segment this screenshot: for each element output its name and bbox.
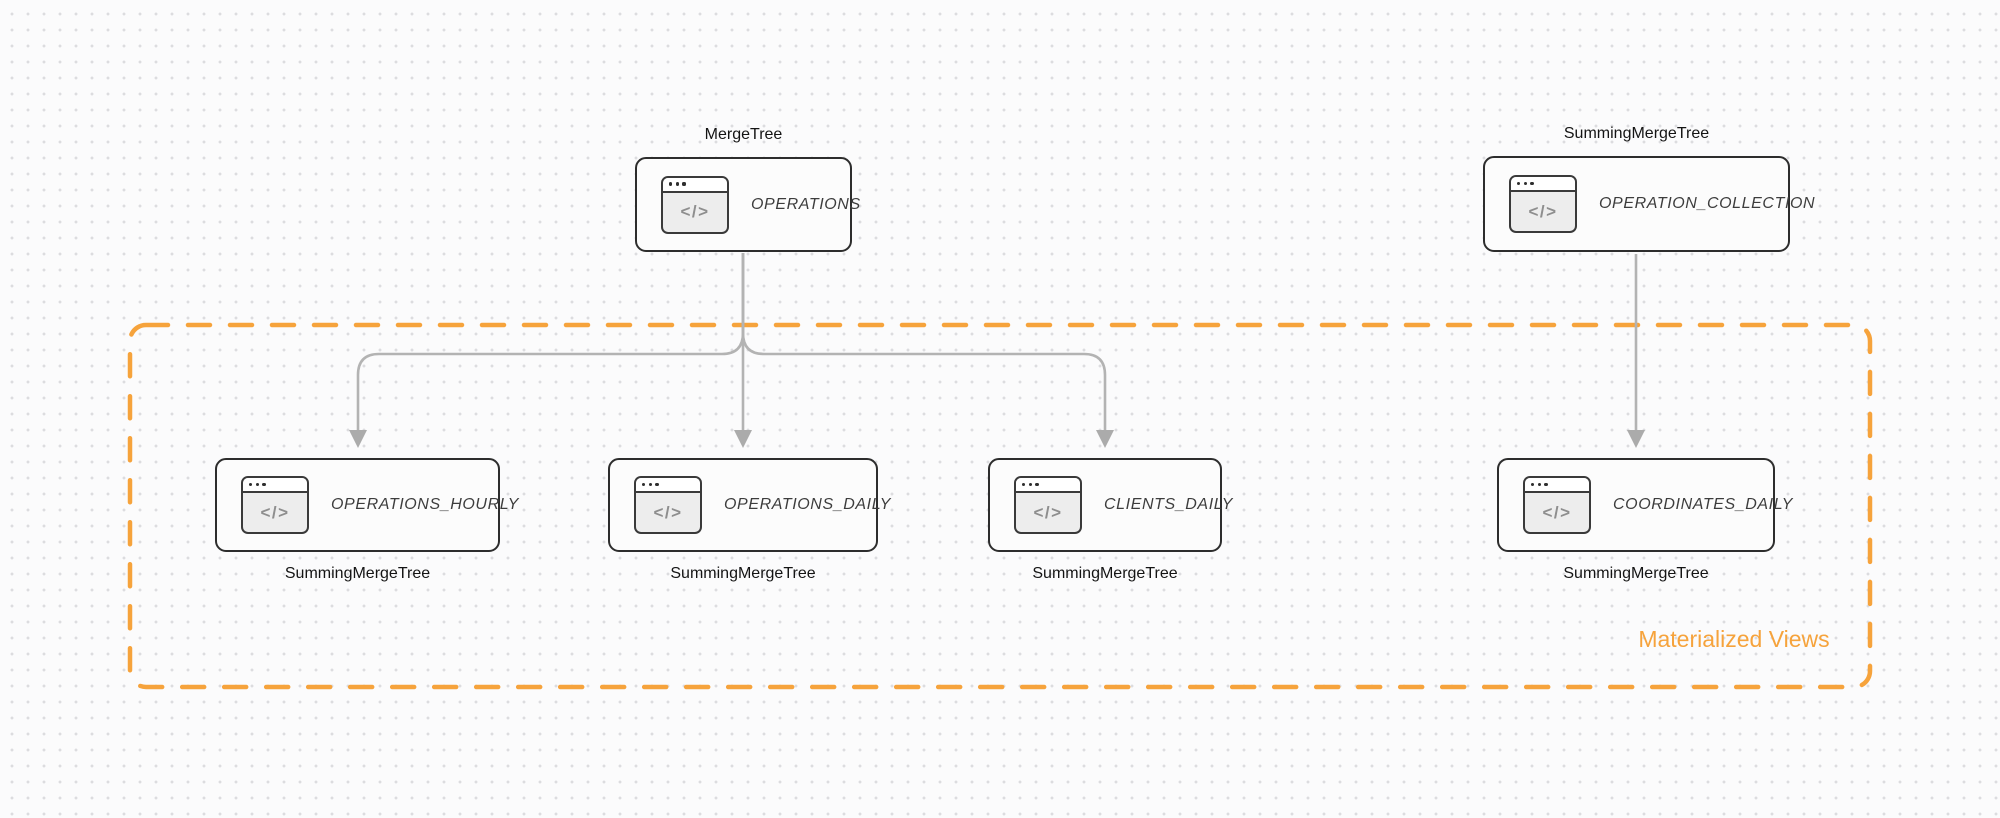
window-dot	[1531, 482, 1535, 487]
code-window-icon: </>	[1523, 476, 1591, 534]
node-coordinates-daily: </> COORDINATES_DAILY SummingMergeTree	[1497, 458, 1792, 582]
node-operations: MergeTree </> OPERATIONS	[635, 126, 860, 252]
window-dot	[1537, 482, 1541, 487]
window-dot	[642, 482, 646, 487]
materialized-views-label: Materialized Views	[1638, 626, 1830, 652]
table-node-coordinates-daily[interactable]: </> COORDINATES_DAILY	[1497, 458, 1792, 552]
window-dot	[1028, 482, 1032, 487]
table-node-operation-collection[interactable]: </> OPERATION_COLLECTION	[1483, 156, 1815, 252]
window-dot	[675, 182, 679, 186]
window-dot	[255, 482, 259, 487]
code-window-icon: </>	[241, 476, 309, 534]
code-window-icon: </>	[634, 476, 702, 534]
window-dot	[1517, 181, 1521, 186]
arrowhead-clients-daily	[1096, 430, 1114, 448]
table-node-operations[interactable]: </> OPERATIONS	[635, 157, 860, 252]
node-operation-collection: SummingMergeTree </> OPERATION_COLLECTIO…	[1483, 125, 1815, 252]
window-dot	[1544, 482, 1548, 487]
code-glyph: </>	[1033, 502, 1063, 522]
code-glyph: </>	[653, 502, 683, 522]
window-dot	[669, 182, 673, 186]
window-dot	[682, 182, 686, 186]
window-titlebar	[636, 478, 700, 493]
window-dot	[249, 482, 253, 487]
window-dot	[1035, 482, 1039, 487]
code-glyph: </>	[1542, 502, 1572, 522]
window-titlebar	[663, 177, 727, 193]
code-glyph: </>	[1528, 201, 1558, 221]
node-name-label: OPERATION_COLLECTION	[1599, 195, 1816, 212]
node-clients-daily: </> CLIENTS_DAILY SummingMergeTree	[988, 458, 1232, 582]
engine-label: MergeTree	[704, 126, 783, 143]
node-operations-hourly: </> OPERATIONS_HOURLY SummingMergeTree	[215, 458, 518, 582]
engine-label: SummingMergeTree	[284, 565, 431, 582]
arrowhead-coordinates-daily	[1627, 430, 1645, 448]
code-glyph: </>	[680, 202, 710, 221]
window-titlebar	[1511, 177, 1575, 192]
node-name-label: OPERATIONS_HOURLY	[331, 496, 520, 513]
code-glyph: </>	[260, 502, 290, 522]
node-name-label: OPERATIONS	[751, 195, 861, 213]
edge-operations-to-clients-daily	[741, 253, 1107, 431]
code-window-icon: </>	[1509, 175, 1577, 233]
table-node-operations-daily[interactable]: </> OPERATIONS_DAILY	[608, 458, 890, 552]
engine-label: SummingMergeTree	[1563, 125, 1710, 142]
window-dot	[1523, 181, 1527, 186]
engine-label: SummingMergeTree	[1032, 565, 1178, 582]
table-node-clients-daily[interactable]: </> CLIENTS_DAILY	[988, 458, 1232, 552]
window-titlebar	[1016, 478, 1080, 493]
window-titlebar	[1525, 478, 1589, 493]
table-node-operations-hourly[interactable]: </> OPERATIONS_HOURLY	[215, 458, 518, 552]
window-dot	[1530, 181, 1534, 186]
arrowhead-operations-daily	[734, 430, 752, 448]
arrowhead-operations-hourly	[349, 430, 367, 448]
code-window-icon: </>	[661, 175, 729, 234]
window-dot	[1022, 482, 1026, 487]
node-operations-daily: </> OPERATIONS_DAILY SummingMergeTree	[608, 458, 890, 582]
window-dot	[655, 482, 659, 487]
node-name-label: CLIENTS_DAILY	[1104, 496, 1234, 513]
node-name-label: COORDINATES_DAILY	[1613, 496, 1794, 513]
edge-operations-to-operations-hourly	[356, 253, 745, 431]
window-dot	[262, 482, 266, 487]
window-dot	[648, 482, 652, 487]
engine-label: SummingMergeTree	[670, 565, 816, 582]
node-name-label: OPERATIONS_DAILY	[724, 496, 891, 513]
code-window-icon: </>	[1014, 476, 1082, 534]
engine-label: SummingMergeTree	[1563, 565, 1709, 582]
window-titlebar	[243, 478, 307, 493]
